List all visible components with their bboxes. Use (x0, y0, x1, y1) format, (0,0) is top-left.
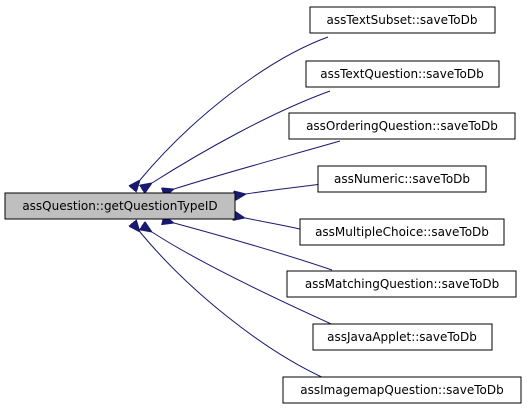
caller-node-numeric[interactable]: assNumeric::saveToDb (317, 165, 487, 193)
edge-ordering-question (174, 140, 341, 189)
caller-node-label: assTextSubset::saveToDb (327, 13, 478, 27)
caller-node-multiple-choice[interactable]: assMultipleChoice::saveToDb (299, 218, 505, 246)
caller-node-label: assOrderingQuestion::saveToDb (306, 119, 498, 133)
caller-node-label: assMultipleChoice::saveToDb (315, 225, 489, 239)
caller-node-imagemap-question[interactable]: assImagemapQuestion::saveToDb (282, 376, 522, 404)
caller-node-java-applet[interactable]: assJavaApplet::saveToDb (312, 323, 493, 351)
root-node[interactable]: assQuestion::getQuestionTypeID (4, 192, 236, 220)
root-node-box (4, 192, 236, 220)
edge-text-subset (140, 36, 329, 180)
caller-node-box (286, 270, 517, 298)
caller-node-label: assTextQuestion::saveToDb (320, 67, 483, 81)
caller-node-text-question[interactable]: assTextQuestion::saveToDb (305, 60, 500, 88)
caller-node-label: assJavaApplet::saveToDb (327, 330, 477, 344)
caller-node-text-subset[interactable]: assTextSubset::saveToDb (309, 6, 496, 34)
caller-node-label: assMatchingQuestion::saveToDb (305, 277, 499, 291)
caller-node-box (317, 165, 487, 193)
edge-java-applet (152, 232, 339, 328)
root-node-label: assQuestion::getQuestionTypeID (22, 199, 217, 213)
edge-matching-question (174, 223, 333, 271)
caller-node-matching-question[interactable]: assMatchingQuestion::saveToDb (286, 270, 517, 298)
caller-node-box (305, 60, 500, 88)
caller-node-box (282, 376, 522, 404)
caller-node-box (312, 323, 493, 351)
edge-numeric (246, 183, 322, 194)
caller-node-box (299, 218, 505, 246)
edge-text-question (152, 90, 331, 183)
caller-node-box (288, 112, 516, 140)
edge-multiple-choice (245, 218, 305, 231)
edges (140, 36, 341, 380)
edge-imagemap-question (140, 232, 327, 380)
caller-node-box (309, 6, 496, 34)
caller-node-label: assNumeric::saveToDb (334, 172, 470, 186)
caller-node-label: assImagemapQuestion::saveToDb (300, 383, 503, 397)
caller-node-ordering-question[interactable]: assOrderingQuestion::saveToDb (288, 112, 516, 140)
